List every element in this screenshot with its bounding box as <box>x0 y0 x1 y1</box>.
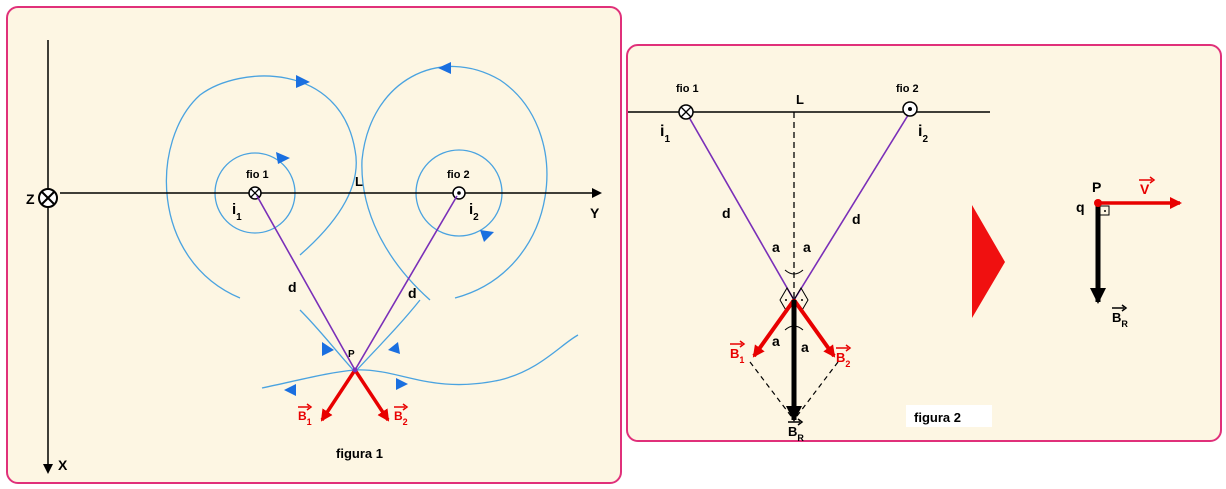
b2-vector <box>792 298 836 358</box>
distance-line-2 <box>354 195 458 371</box>
distance-d-right-label: d <box>408 285 417 301</box>
current-1-label: i1 <box>232 201 242 223</box>
b2-label: B2 <box>394 409 408 427</box>
distance-l-label: L <box>355 174 363 189</box>
br-label: BR <box>788 424 804 443</box>
b2-overbar-arrow <box>836 344 852 352</box>
br-overbar-arrow <box>788 418 804 426</box>
b1-overbar-arrow <box>730 340 746 348</box>
figure-1-caption: figura 1 <box>336 446 383 461</box>
figure-2-panel <box>626 44 1222 442</box>
charge-dot <box>1094 199 1102 207</box>
point-p-label: P <box>348 349 355 360</box>
charge-q-label: q <box>1076 199 1085 215</box>
distance-line-2 <box>793 111 911 301</box>
axis-z-label: Z <box>26 191 35 207</box>
right-angle-dot <box>1104 210 1106 212</box>
wire-2-label: fio 2 <box>447 169 470 181</box>
current-1-label: i1 <box>660 123 670 145</box>
field-direction-arrows <box>276 62 494 396</box>
wire-1-into-page-icon <box>678 104 694 120</box>
b2-vector <box>353 369 390 422</box>
z-axis-into-page-icon <box>38 188 58 208</box>
field-lines-lower <box>261 299 579 389</box>
distance-line-1 <box>685 111 795 301</box>
parallelogram-dashed <box>749 361 839 421</box>
figure-2-caption: figura 2 <box>914 410 961 425</box>
angle-top-left-label: a <box>772 239 780 255</box>
b1-vector <box>752 298 796 358</box>
b1-label: B1 <box>298 409 312 427</box>
br-overbar-arrow-right <box>1112 304 1128 312</box>
wire-2-out-of-page-icon <box>452 186 466 200</box>
angle-bottom-left-label: a <box>772 333 780 349</box>
point-p-dot <box>352 367 358 373</box>
b2-label: B2 <box>836 350 850 369</box>
wire-1-into-page-icon <box>248 186 262 200</box>
wire-2-out-of-page-icon <box>902 101 918 117</box>
distance-d-right-label: d <box>852 211 861 227</box>
figure-1-panel <box>6 6 622 484</box>
current-2-label: i2 <box>469 201 479 223</box>
b2-overbar-arrow <box>394 403 409 411</box>
right-angle-dot-left <box>785 299 787 301</box>
velocity-overbar-arrow <box>1139 176 1156 184</box>
br-label-right: BR <box>1112 310 1128 329</box>
red-triangle-arrow-icon <box>972 205 1005 318</box>
current-2-label: i2 <box>918 123 928 145</box>
angle-bottom-right-label: a <box>801 339 809 355</box>
distance-line-1 <box>256 195 356 371</box>
wire-1-label: fio 1 <box>246 169 269 181</box>
right-angle-dot-right <box>801 299 803 301</box>
figure-2-caption-box <box>906 405 992 427</box>
wire-2-label: fio 2 <box>896 83 919 95</box>
b1-vector <box>320 369 357 422</box>
angle-top-right-label: a <box>803 239 811 255</box>
velocity-label: V <box>1140 181 1150 197</box>
distance-d-left-label: d <box>722 205 731 221</box>
distance-d-left-label: d <box>288 279 297 295</box>
wire-1-label: fio 1 <box>676 83 699 95</box>
distance-l-label: L <box>796 92 804 107</box>
point-p-label: P <box>1092 179 1101 195</box>
axis-x-label: X <box>58 457 68 473</box>
b1-overbar-arrow <box>298 403 313 411</box>
right-angle-mark <box>1099 205 1110 216</box>
b1-label: B1 <box>730 346 744 365</box>
axis-y-label: Y <box>590 205 600 221</box>
